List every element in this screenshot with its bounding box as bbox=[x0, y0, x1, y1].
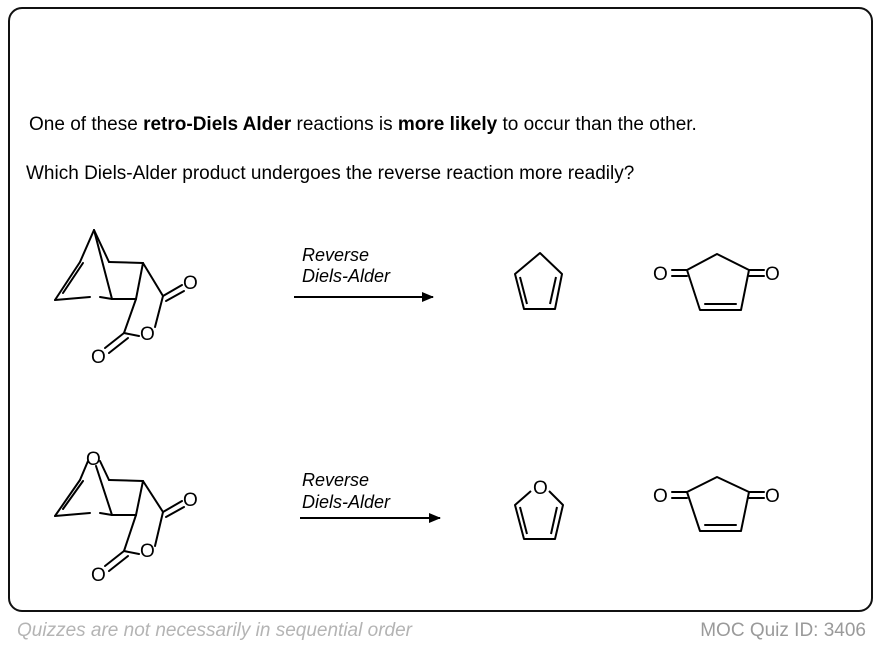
question-line-1: One of these retro-Diels Alder reactions… bbox=[29, 114, 697, 135]
product-cyclopentadiene bbox=[514, 252, 563, 310]
question-line-2: Which Diels-Alder product undergoes the … bbox=[26, 163, 635, 184]
reactant-norbornene-anhydride bbox=[54, 229, 185, 354]
product-furan bbox=[514, 490, 564, 540]
carbonyl-oxygen-label: O bbox=[183, 490, 198, 511]
footer-note: Quizzes are not necessarily in sequentia… bbox=[17, 620, 412, 641]
ring-oxygen-label: O bbox=[140, 541, 155, 562]
product-cyclopentenedione bbox=[671, 253, 765, 311]
arrow-label-top: Reverse bbox=[302, 470, 369, 490]
carbonyl-oxygen-label: O bbox=[91, 565, 106, 586]
ketone-oxygen-label: O bbox=[653, 264, 668, 285]
carbonyl-oxygen-label: O bbox=[91, 347, 106, 368]
carbonyl-oxygen-label: O bbox=[183, 273, 198, 294]
bridge-oxygen-label: O bbox=[86, 449, 101, 470]
furan-oxygen-label: O bbox=[533, 478, 548, 499]
quiz-id: MOC Quiz ID: 3406 bbox=[700, 620, 866, 641]
reactant-oxanorbornene-anhydride bbox=[54, 460, 185, 572]
ketone-oxygen-label: O bbox=[765, 264, 780, 285]
arrow-label-bottom: Diels-Alder bbox=[302, 266, 391, 286]
product-cyclopentenedione bbox=[671, 476, 765, 532]
ketone-oxygen-label: O bbox=[765, 486, 780, 507]
ketone-oxygen-label: O bbox=[653, 486, 668, 507]
arrow-label-top: Reverse bbox=[302, 245, 369, 265]
arrow-label-bottom: Diels-Alder bbox=[302, 492, 391, 512]
ring-oxygen-label: O bbox=[140, 324, 155, 345]
